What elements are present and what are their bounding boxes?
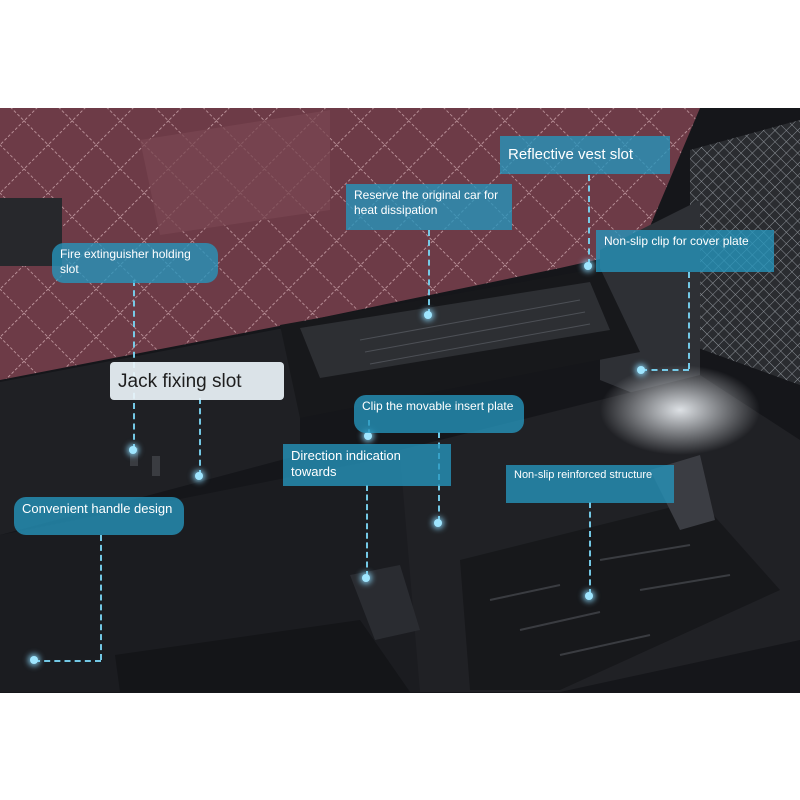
callout-direction-indication: Direction indication towards <box>283 444 451 486</box>
callout-movable-insert-plate: Clip the movable insert plate <box>354 395 524 433</box>
callout-reflective-vest-slot: Reflective vest slot <box>500 136 670 174</box>
callout-handle-design: Convenient handle design <box>14 497 184 535</box>
callout-cover-plate-clip: Non-slip clip for cover plate <box>596 230 774 272</box>
callout-reinforced-structure: Non-slip reinforced structure <box>506 465 674 503</box>
callout-jack-fixing-slot: Jack fixing slot <box>110 362 284 400</box>
callout-fire-extinguisher-slot: Fire extinguisher holding slot <box>52 243 218 283</box>
callout-heat-dissipation: Reserve the original car for heat dissip… <box>346 184 512 230</box>
